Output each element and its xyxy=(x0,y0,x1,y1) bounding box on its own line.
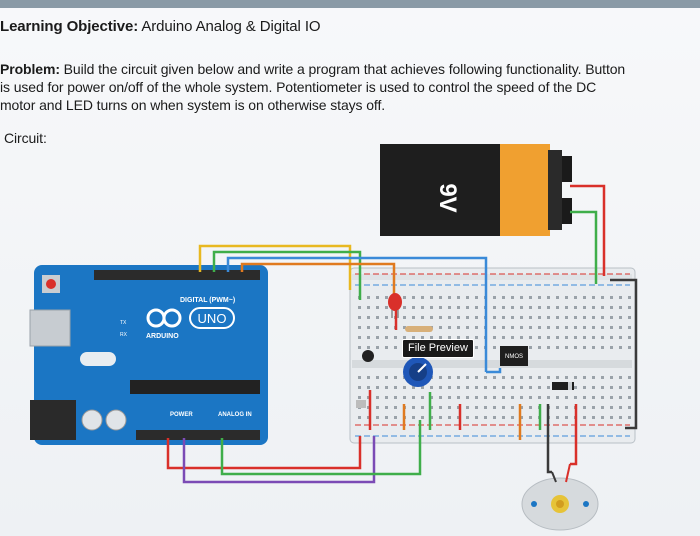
wire-green-analog xyxy=(220,420,422,476)
power-analog-header xyxy=(136,430,260,440)
problem-line-1: Problem: Build the circuit given below a… xyxy=(0,60,625,78)
circuit-diagram: 9V DIGITAL (PWM~) UNO ARDUINO TX RX POWE… xyxy=(29,144,638,531)
uno-logo: UNO xyxy=(198,311,227,326)
crystal xyxy=(80,352,116,366)
battery-terminal-positive xyxy=(562,156,572,182)
breadboard-center-gap xyxy=(352,360,632,368)
digital-header xyxy=(94,270,260,280)
capacitor xyxy=(356,400,366,408)
battery-9v: 9V xyxy=(380,144,572,236)
battery-terminal-negative xyxy=(562,198,572,224)
problem-line-2: is used for power on/off of the whole sy… xyxy=(0,79,597,95)
reset-button xyxy=(46,279,56,289)
learning-objective-label: Learning Objective: xyxy=(0,18,139,35)
push-button xyxy=(362,350,374,362)
wire-black-motor xyxy=(546,404,552,474)
microcontroller-chip xyxy=(130,380,260,394)
breadboard-rail-top xyxy=(352,274,632,280)
usb-port xyxy=(29,309,71,347)
problem-label: Problem: xyxy=(0,61,60,77)
dc-motor xyxy=(521,463,599,531)
arduino-pcb xyxy=(34,265,268,445)
wire-blue-1 xyxy=(226,256,488,372)
learning-objective-text: Arduino Analog & Digital IO xyxy=(138,18,321,35)
battery-body-orange xyxy=(500,144,550,236)
problem-line-1-text: Build the circuit given below and write … xyxy=(59,61,626,77)
power-label: POWER xyxy=(170,412,193,418)
circuit-label: Circuit: xyxy=(4,130,47,146)
digital-label: DIGITAL (PWM~) xyxy=(180,297,235,304)
wire-orange-1 xyxy=(240,262,396,300)
wires xyxy=(166,184,638,484)
wire-red-power xyxy=(166,436,362,470)
battery-body-black xyxy=(380,144,500,236)
rx-label: RX xyxy=(120,332,128,338)
diode xyxy=(552,382,574,390)
wire-green-battery xyxy=(570,210,598,284)
file-preview-button[interactable]: File Preview xyxy=(402,339,474,358)
wire-purple-power xyxy=(182,436,376,484)
arduino-board: DIGITAL (PWM~) UNO ARDUINO TX RX POWER A… xyxy=(29,265,268,445)
power-jack xyxy=(30,400,76,440)
resistor xyxy=(405,326,433,332)
window-top-bar xyxy=(0,0,700,8)
wire-yellow-1 xyxy=(198,244,352,290)
led xyxy=(388,293,402,318)
problem-line-3: motor and LED turns on when system is on… xyxy=(0,97,386,113)
wire-green-1 xyxy=(212,250,362,300)
battery-label: 9V xyxy=(434,183,461,212)
tx-label: TX xyxy=(120,320,127,326)
potentiometer xyxy=(403,357,433,387)
nmos-label: NMOS xyxy=(505,354,523,360)
nmos-transistor xyxy=(500,346,528,366)
wire-black-rail xyxy=(610,278,638,430)
learning-objective: Learning Objective: Arduino Analog & Dig… xyxy=(0,18,321,36)
wire-red-battery xyxy=(570,184,606,276)
arduino-name: ARDUINO xyxy=(146,333,179,340)
wire-red-motor xyxy=(570,404,578,466)
analog-label: ANALOG IN xyxy=(218,412,252,418)
